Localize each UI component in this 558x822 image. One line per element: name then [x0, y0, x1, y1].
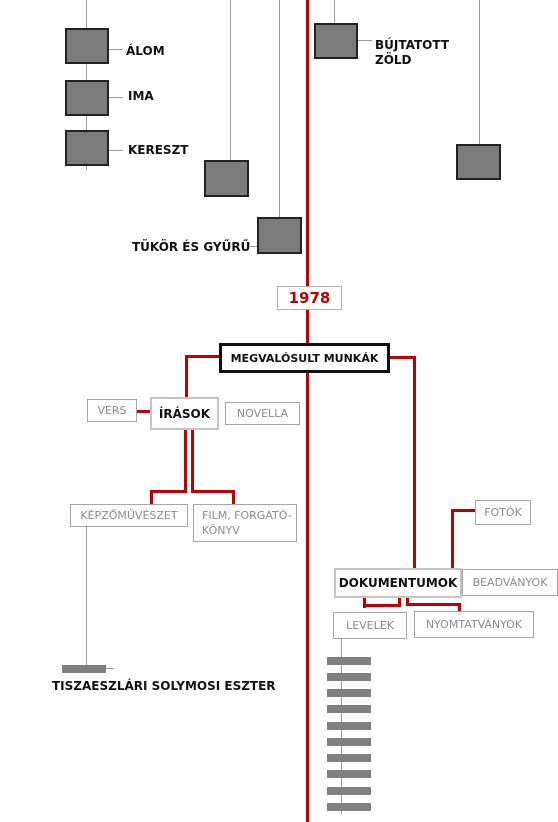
branch-line	[184, 430, 187, 492]
node-alom	[65, 28, 109, 64]
label-tisza: TISZAESZLÁRI SOLYMOSI ESZTER	[52, 679, 276, 693]
branch-line	[388, 356, 416, 359]
branch-line	[458, 603, 461, 613]
film-box: FILM, FORGATÓ-KÖNYV	[193, 504, 297, 542]
branch-line	[406, 603, 461, 606]
connector-line	[479, 0, 480, 145]
connector-line	[334, 0, 335, 24]
connector-line	[250, 246, 257, 247]
letter-item	[327, 738, 371, 746]
branch-line	[232, 490, 235, 505]
letter-item	[327, 657, 371, 665]
node-untitled	[204, 160, 249, 197]
levelek-box: LEVELEK	[333, 612, 407, 639]
nyomtatvanyok-box: NYOMTATVÁNYOK	[414, 611, 534, 638]
connector-line	[109, 97, 123, 98]
connector-line	[279, 0, 280, 218]
main-works-box: MEGVALÓSULT MUNKÁK	[219, 343, 390, 373]
branch-line	[185, 355, 221, 358]
letter-item	[327, 673, 371, 681]
label-bujtatott: BÚJTATOTT ZÖLD	[375, 38, 465, 68]
branch-line	[398, 598, 401, 606]
dokumentumok-box: DOKUMENTUMOK	[334, 568, 462, 598]
branch-line	[191, 490, 235, 493]
kepzomuveszet-box: KÉPZŐMŰVÉSZET	[70, 504, 188, 527]
branch-line	[150, 490, 187, 493]
connector-line	[106, 668, 114, 669]
beadvanyok-box: BEADVÁNYOK	[462, 569, 558, 596]
letter-item	[327, 787, 371, 795]
connector-line	[86, 527, 87, 667]
novella-box: NOVELLA	[225, 402, 300, 425]
branch-line	[406, 598, 409, 606]
connector-line	[358, 40, 372, 41]
letter-item	[327, 705, 371, 713]
film-text: FILM, FORGATÓ-KÖNYV	[202, 509, 292, 537]
timeline-line	[306, 0, 309, 822]
letter-item	[327, 770, 371, 778]
vers-box: VERS	[87, 399, 137, 422]
branch-line	[451, 509, 477, 512]
branch-line	[363, 598, 366, 608]
branch-line	[451, 509, 454, 571]
fotok-box: FOTÓK	[475, 500, 531, 525]
label-bujtatott-text: BÚJTATOTT ZÖLD	[375, 38, 449, 67]
node-right	[456, 144, 501, 180]
letter-item	[327, 754, 371, 762]
branch-line	[363, 604, 401, 607]
irasok-box: ÍRÁSOK	[150, 397, 219, 430]
label-tukor: TÜKÖR ÉS GYŰRŰ	[132, 240, 251, 254]
letter-item	[327, 722, 371, 730]
connector-line	[230, 0, 231, 161]
branch-line	[413, 356, 416, 571]
label-kereszt: KERESZT	[128, 143, 189, 157]
year-box: 1978	[277, 286, 342, 310]
branch-line	[137, 410, 151, 413]
connector-line	[109, 49, 123, 50]
label-alom: ÁLOM	[126, 44, 165, 58]
branch-line	[185, 355, 188, 400]
connector-line	[109, 150, 123, 151]
letter-item	[327, 803, 371, 811]
node-kereszt	[65, 130, 109, 166]
branch-line	[191, 430, 194, 492]
node-tukor	[257, 217, 302, 254]
branch-line	[150, 490, 153, 505]
node-tisza	[62, 665, 106, 673]
label-ima: IMA	[128, 89, 154, 103]
node-ima	[65, 80, 109, 116]
letter-item	[327, 689, 371, 697]
node-bujtatott	[314, 23, 358, 59]
